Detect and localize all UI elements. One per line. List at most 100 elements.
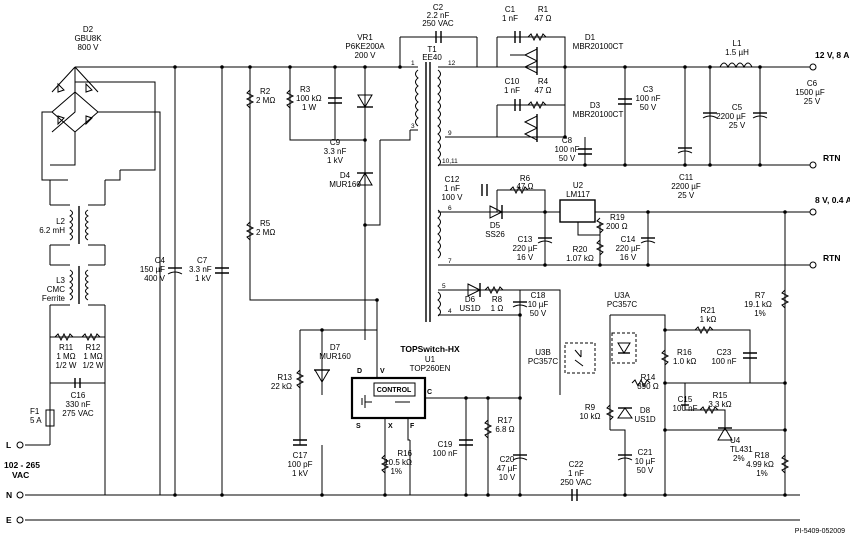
label-c4-rating: 400 V bbox=[144, 274, 166, 283]
label-c11-rating: 25 V bbox=[678, 191, 695, 200]
label-u3a: U3A bbox=[614, 291, 630, 300]
rtn-label-2: RTN bbox=[823, 253, 840, 263]
label-c18-value: 10 µF bbox=[528, 300, 549, 309]
label-d2-rating: 800 V bbox=[78, 43, 100, 52]
label-c14: C14 bbox=[621, 235, 636, 244]
label-c21-value: 10 µF bbox=[635, 457, 656, 466]
label-r11-power: 1/2 W bbox=[56, 361, 77, 370]
label-r18-value: 4.99 kΩ bbox=[746, 460, 774, 469]
label-c8-value: 100 nF bbox=[555, 145, 580, 154]
label-c4: C4 bbox=[155, 256, 166, 265]
label-u3b-part: PC357C bbox=[528, 357, 558, 366]
label-r18: R18 bbox=[755, 451, 770, 460]
label-r3: R3 bbox=[300, 85, 311, 94]
t1-pin-3: 3 bbox=[411, 123, 415, 130]
label-r13-value: 22 kΩ bbox=[271, 382, 292, 391]
label-r13: R13 bbox=[277, 373, 292, 382]
label-d8-part: US1D bbox=[634, 415, 656, 424]
label-c19-value: 100 nF bbox=[433, 449, 458, 458]
label-f1-rating: 5 A bbox=[30, 416, 42, 425]
label-c5-value: 2200 µF bbox=[716, 112, 746, 121]
label-c22: C22 bbox=[569, 460, 584, 469]
label-u1-family: TOPSwitch-HX bbox=[400, 344, 460, 354]
label-r19-value: 200 Ω bbox=[606, 222, 628, 231]
label-c6-rating: 25 V bbox=[804, 97, 821, 106]
label-r7: R7 bbox=[755, 291, 766, 300]
label-l3-core: Ferrite bbox=[42, 294, 66, 303]
t1-pin-9: 9 bbox=[448, 130, 452, 137]
label-c12-value: 1 nF bbox=[444, 184, 460, 193]
label-c22-rating: 250 VAC bbox=[560, 478, 592, 487]
label-l2-value: 6.2 mH bbox=[39, 226, 65, 235]
label-r4-value: 47 Ω bbox=[534, 86, 551, 95]
terminals bbox=[16, 63, 817, 524]
label-c9: C9 bbox=[330, 138, 341, 147]
label-c3: C3 bbox=[643, 85, 654, 94]
label-r21: R21 bbox=[701, 306, 716, 315]
label-r20-value: 1.07 kΩ bbox=[566, 254, 594, 263]
t1-pin-4: 4 bbox=[448, 308, 452, 315]
label-u1: U1 bbox=[425, 355, 436, 364]
label-c21: C21 bbox=[638, 448, 653, 457]
input-voltage-unit: VAC bbox=[12, 470, 29, 480]
output-12v-label: 12 V, 8 A bbox=[815, 50, 849, 60]
label-c2: C2 bbox=[433, 3, 444, 12]
label-r21-value: 1 kΩ bbox=[700, 315, 717, 324]
label-d2-part: GBU8K bbox=[74, 34, 102, 43]
label-c6-value: 1500 µF bbox=[795, 88, 825, 97]
label-r16-secondary: R16 bbox=[677, 348, 692, 357]
label-r7-tolerance: 1% bbox=[754, 309, 766, 318]
label-c18-rating: 50 V bbox=[530, 309, 547, 318]
label-r12-power: 1/2 W bbox=[83, 361, 104, 370]
label-r14: R14 bbox=[641, 373, 656, 382]
label-c10-value: 1 nF bbox=[504, 86, 520, 95]
label-r17-value: 6.8 Ω bbox=[495, 425, 514, 434]
label-d7-part: MUR160 bbox=[319, 352, 351, 361]
label-l1-value: 1.5 µH bbox=[725, 48, 749, 57]
label-c20: C20 bbox=[500, 455, 515, 464]
label-d1: D1 bbox=[585, 33, 596, 42]
label-r9-value: 10 kΩ bbox=[579, 412, 600, 421]
t1-pin-6: 6 bbox=[448, 205, 452, 212]
label-c14-value: 220 µF bbox=[615, 244, 640, 253]
label-r18-tolerance: 1% bbox=[756, 469, 768, 478]
label-u2: U2 bbox=[573, 181, 584, 190]
terminal-l-label: L bbox=[6, 440, 11, 450]
label-t1-core: EE40 bbox=[422, 53, 442, 62]
output-8v-label: 8 V, 0.4 A bbox=[815, 195, 850, 205]
label-d4: D4 bbox=[340, 171, 351, 180]
label-r14-value: 390 Ω bbox=[637, 382, 659, 391]
label-c20-rating: 10 V bbox=[499, 473, 516, 482]
label-l1: L1 bbox=[733, 39, 742, 48]
drawing-id: PI-5409-052009 bbox=[795, 528, 845, 535]
label-l3: L3 bbox=[56, 276, 65, 285]
label-r20: R20 bbox=[573, 245, 588, 254]
label-c15-value: 100 nF bbox=[673, 404, 698, 413]
label-r15-value: 3.3 kΩ bbox=[708, 400, 731, 409]
label-c19: C19 bbox=[438, 440, 453, 449]
label-r8: R8 bbox=[492, 295, 503, 304]
label-r5-value: 2 MΩ bbox=[256, 228, 275, 237]
component-symbols bbox=[45, 31, 790, 501]
label-r15: R15 bbox=[713, 391, 728, 400]
ic-pin-d: D bbox=[357, 368, 362, 375]
label-c9-value: 3.3 nF bbox=[324, 147, 347, 156]
label-r1: R1 bbox=[538, 5, 549, 14]
label-u3b: U3B bbox=[535, 348, 551, 357]
label-c23: C23 bbox=[717, 348, 732, 357]
label-c21-rating: 50 V bbox=[637, 466, 654, 475]
label-c12-rating: 100 V bbox=[442, 193, 464, 202]
label-r2-value: 2 MΩ bbox=[256, 96, 275, 105]
terminal-e-label: E bbox=[6, 515, 12, 525]
label-c11-value: 2200 µF bbox=[671, 182, 701, 191]
ic-control-label: CONTROL bbox=[377, 387, 412, 394]
label-c13-value: 220 µF bbox=[512, 244, 537, 253]
label-c4-value: 150 µF bbox=[140, 265, 165, 274]
label-d5: D5 bbox=[490, 221, 501, 230]
label-c13: C13 bbox=[518, 235, 533, 244]
ic-pin-x: X bbox=[388, 423, 393, 430]
label-c7: C7 bbox=[197, 256, 208, 265]
label-c8: C8 bbox=[562, 136, 573, 145]
label-c20-value: 47 µF bbox=[497, 464, 518, 473]
label-r16-primary-tolerance: 1% bbox=[390, 467, 402, 476]
